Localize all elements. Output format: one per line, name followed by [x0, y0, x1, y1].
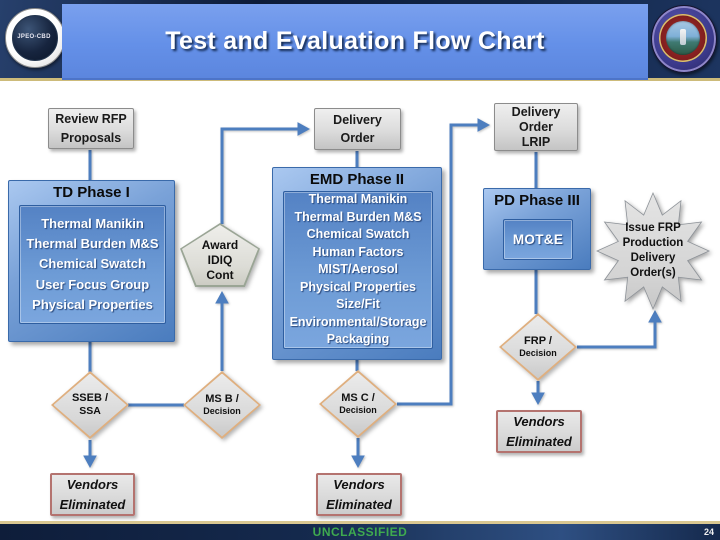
- td-phase-box: TD Phase I Thermal Manikin Thermal Burde…: [8, 180, 175, 342]
- footer-gold-line: [0, 521, 720, 524]
- ms-c-decision-diamond: MS C / Decision: [319, 370, 397, 438]
- sseb-line2: SSA: [79, 405, 101, 418]
- td-phase-tests: Thermal Manikin Thermal Burden M&S Chemi…: [19, 205, 166, 324]
- ms-c-line1: MS C /: [341, 392, 375, 404]
- emd-phase-tests: Thermal Manikin Thermal Burden M&S Chemi…: [283, 191, 433, 349]
- issue-frp-starburst: Issue FRP Production Delivery Order(s): [596, 192, 710, 310]
- delivery-order-lrip-box: Delivery Order LRIP: [494, 103, 578, 151]
- issue-frp-label: Issue FRP Production Delivery Order(s): [622, 222, 684, 279]
- connector-msc-lrip: [397, 118, 490, 406]
- frp-line1: FRP /: [524, 335, 552, 347]
- ms-c-label: MS C / Decision: [319, 370, 397, 438]
- delivery-order-box: Delivery Order: [314, 108, 401, 150]
- seal-label: JPEO-CBD: [17, 34, 51, 40]
- vendors-eliminated-box-1: Vendors Eliminated: [50, 473, 135, 516]
- footer-bar: [0, 524, 720, 540]
- sseb-ssa-label: SSEB / SSA: [51, 371, 129, 439]
- seal-globe: [12, 15, 58, 61]
- emd-phase-title: EMD Phase II: [309, 171, 405, 188]
- connector-frp-issuefrp: [577, 310, 662, 349]
- vendors-eliminated-box-2: Vendors Eliminated: [316, 473, 402, 516]
- frp-label: FRP / Decision: [499, 313, 577, 381]
- ms-b-line1: MS B /: [205, 393, 239, 405]
- seal-center-object: [680, 29, 686, 45]
- ms-b-line2: Decision: [203, 406, 241, 417]
- sseb-ssa-diamond: SSEB / SSA: [51, 371, 129, 439]
- connector-award-deliveryorder: [220, 122, 310, 224]
- title-banner: Test and Evaluation Flow Chart: [62, 4, 648, 80]
- vendors-eliminated-box-3: Vendors Eliminated: [496, 410, 582, 453]
- header-band: JPEO-CBD Test and Evaluation Flow Chart: [0, 0, 720, 81]
- page-number: 24: [703, 527, 714, 537]
- ms-b-decision-diamond: MS B / Decision: [183, 371, 261, 439]
- pd-phase-tests: MOT&E: [503, 219, 573, 260]
- frp-line2: Decision: [519, 348, 557, 359]
- ms-b-label: MS B / Decision: [183, 371, 261, 439]
- award-idiq-pentagon: Award IDIQ Cont: [180, 223, 260, 287]
- award-idiq-label: Award IDIQ Cont: [201, 237, 239, 282]
- review-rfp-proposals-box: Review RFP Proposals: [48, 108, 134, 149]
- agency-seal-icon: [649, 3, 719, 75]
- sseb-line1: SSEB /: [71, 392, 109, 405]
- ms-c-line2: Decision: [339, 405, 377, 416]
- pd-phase-box: PD Phase III MOT&E: [483, 188, 591, 270]
- td-phase-title: TD Phase I: [53, 184, 130, 201]
- classification-label: UNCLASSIFIED: [312, 525, 408, 539]
- emd-phase-box: EMD Phase II Thermal Manikin Thermal Bur…: [272, 167, 442, 360]
- jpeo-cbd-seal-icon: JPEO-CBD: [3, 6, 65, 72]
- frp-decision-diamond: FRP / Decision: [499, 313, 577, 381]
- page-title: Test and Evaluation Flow Chart: [165, 26, 545, 55]
- pd-phase-title: PD Phase III: [494, 192, 580, 209]
